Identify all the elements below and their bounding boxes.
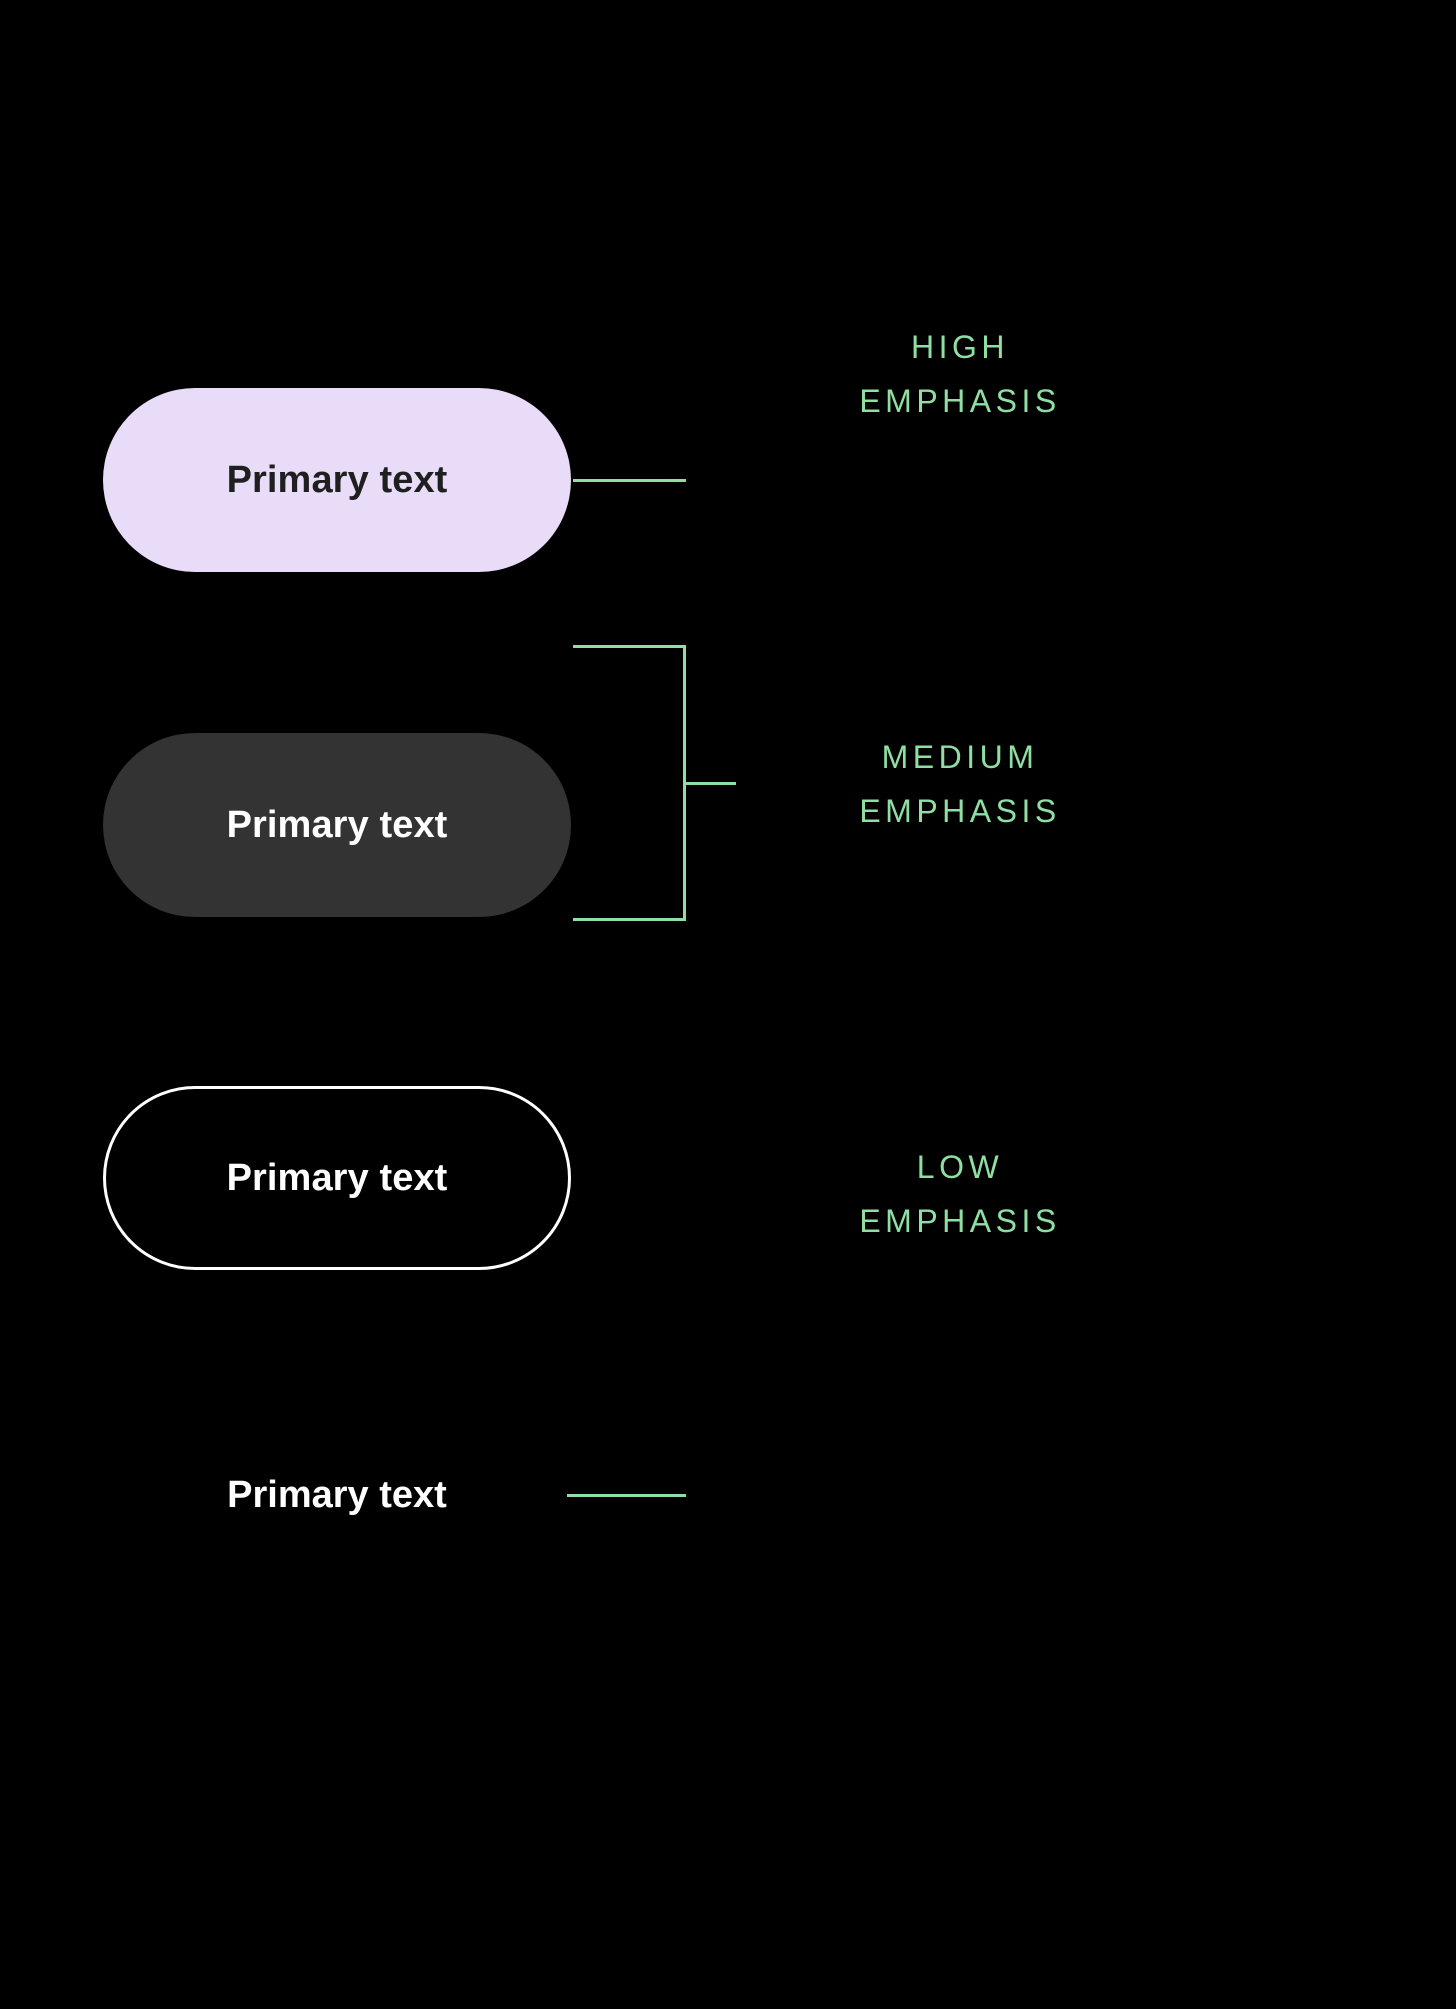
primary-button-high-emphasis-label: Primary text (226, 458, 448, 501)
primary-button-low-emphasis-label: Primary text (227, 1473, 447, 1516)
primary-button-low-emphasis[interactable]: Primary text (103, 1440, 571, 1550)
primary-button-medium-outlined[interactable]: Primary text (103, 1086, 571, 1270)
primary-button-medium-filled-label: Primary text (226, 803, 448, 846)
connector-bracket-bottom-arm (573, 918, 686, 921)
connector-bracket-stub (683, 782, 736, 785)
emphasis-label-low-line1: LOW (916, 1149, 1004, 1185)
emphasis-label-low: LOW EMPHASIS (660, 1140, 1260, 1248)
primary-button-medium-filled[interactable]: Primary text (103, 733, 571, 917)
emphasis-label-high-line1: HIGH (911, 329, 1009, 365)
connector-line-low-emphasis (567, 1494, 686, 1497)
connector-line-high-emphasis (573, 479, 686, 482)
emphasis-label-high-line2: EMPHASIS (859, 383, 1061, 419)
emphasis-label-medium-line2: EMPHASIS (859, 793, 1061, 829)
primary-button-medium-outlined-label: Primary text (226, 1156, 448, 1199)
emphasis-label-medium-line1: MEDIUM (881, 739, 1039, 775)
emphasis-label-low-line2: EMPHASIS (859, 1203, 1061, 1239)
emphasis-label-high: HIGH EMPHASIS (660, 320, 1260, 428)
primary-button-high-emphasis[interactable]: Primary text (103, 388, 571, 572)
emphasis-label-medium: MEDIUM EMPHASIS (660, 730, 1260, 838)
connector-bracket-top-arm (573, 645, 686, 648)
